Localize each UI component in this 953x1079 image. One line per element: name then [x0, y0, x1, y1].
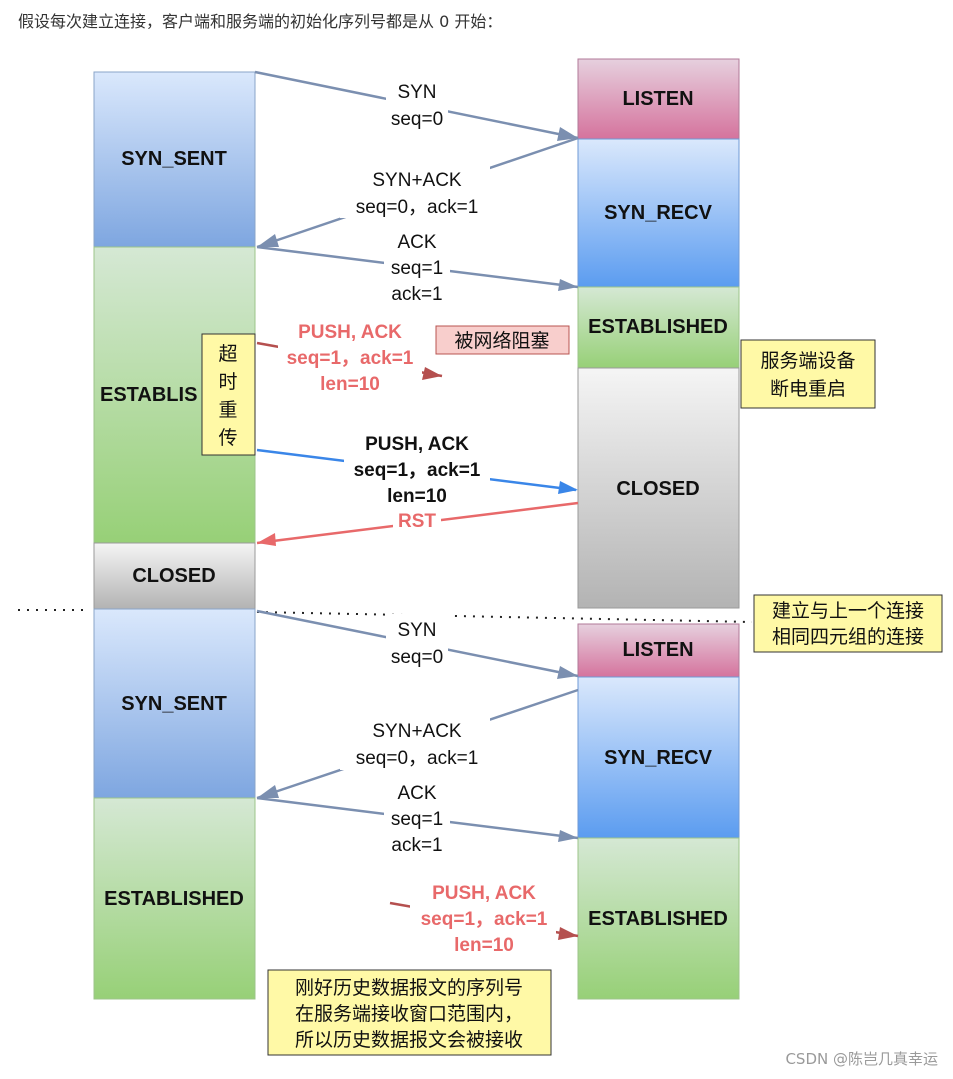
message-push-history: PUSH, ACK seq=1，ack=1 len=10	[410, 879, 556, 956]
server-state-label: LISTEN	[622, 88, 693, 110]
message-line: len=10	[454, 935, 514, 956]
message-line: PUSH, ACK	[298, 322, 402, 343]
message-line: ack=1	[391, 835, 442, 856]
arrowhead	[422, 367, 442, 380]
note-text: 重	[218, 399, 237, 421]
note-retransmit: 超 时 重 传	[201, 333, 256, 456]
note-text: 刚好历史数据报文的序列号	[295, 977, 523, 999]
server-state-listen-2: LISTEN	[577, 623, 740, 678]
message-line: len=10	[387, 486, 447, 507]
message-syn-2: SYN seq=0	[386, 614, 448, 668]
server-state-label: SYN_RECV	[604, 747, 712, 769]
message-line: SYN	[397, 82, 436, 103]
server-state-established-1: ESTABLISHED	[577, 286, 740, 369]
watermark: CSDN @陈岂几真幸运	[785, 1050, 938, 1068]
message-ack-2: ACK seq=1 ack=1	[384, 778, 450, 856]
server-state-closed: CLOSED	[577, 367, 740, 609]
note-server-reboot: 服务端设备 断电重启	[740, 339, 876, 409]
client-state-closed: CLOSED	[93, 542, 256, 610]
note-text: 服务端设备	[760, 350, 855, 372]
server-state-label: SYN_RECV	[604, 202, 712, 224]
message-rst: RST	[393, 509, 441, 532]
message-line: SYN	[397, 620, 436, 641]
message-syn-1: SYN seq=0	[386, 76, 448, 130]
client-state-label: ESTABLISHED	[104, 888, 244, 910]
message-line: seq=1，ack=1	[287, 348, 414, 369]
message-line: RST	[398, 511, 436, 532]
message-line: seq=1，ack=1	[354, 460, 481, 481]
message-line: seq=1	[391, 258, 443, 279]
note-accepted: 刚好历史数据报文的序列号 在服务端接收窗口范围内， 所以历史数据报文会被接收	[267, 969, 552, 1056]
message-line: seq=0	[391, 109, 443, 130]
message-line: len=10	[320, 374, 380, 395]
note-text: 建立与上一个连接	[772, 600, 924, 622]
note-text: 时	[218, 371, 237, 393]
message-line: ACK	[397, 783, 436, 804]
message-line: ack=1	[391, 284, 442, 305]
note-text: 被网络阻塞	[454, 330, 549, 352]
note-text: 传	[218, 427, 237, 449]
arrowhead	[558, 481, 578, 494]
message-line: ACK	[397, 232, 436, 253]
arrowhead	[557, 127, 578, 141]
server-state-label: LISTEN	[622, 639, 693, 661]
note-text: 相同四元组的连接	[772, 626, 924, 648]
client-state-established-2: ESTABLISHED	[93, 797, 256, 1000]
message-line: seq=0，ack=1	[356, 748, 479, 769]
message-line: seq=0，ack=1	[356, 197, 479, 218]
server-state-label: CLOSED	[616, 478, 699, 500]
arrowhead	[257, 234, 279, 247]
message-line: SYN+ACK	[372, 170, 462, 191]
message-line: PUSH, ACK	[365, 434, 469, 455]
server-state-listen-1: LISTEN	[577, 58, 740, 140]
message-line: seq=0	[391, 647, 443, 668]
message-ack-1: ACK seq=1 ack=1	[384, 226, 450, 305]
separator-dotted-right	[256, 611, 753, 623]
note-text: 所以历史数据报文会被接收	[295, 1029, 523, 1051]
intro-text: 假设每次建立连接，客户端和服务端的初始化序列号都是从 0 开始：	[18, 12, 503, 31]
arrowhead	[558, 279, 578, 291]
message-syn-ack-2: SYN+ACK seq=0，ack=1	[340, 716, 490, 770]
note-text: 在服务端接收窗口范围内，	[295, 1003, 523, 1025]
note-same-tuple: 建立与上一个连接 相同四元组的连接	[753, 594, 943, 653]
message-syn-ack-1: SYN+ACK seq=0，ack=1	[340, 164, 490, 218]
client-state-label: SYN_SENT	[121, 693, 227, 715]
arrowhead	[558, 927, 578, 940]
client-state-label: SYN_SENT	[121, 148, 227, 170]
message-line: seq=1，ack=1	[421, 909, 548, 930]
server-state-label: ESTABLISHED	[588, 316, 728, 338]
client-state-label: CLOSED	[132, 565, 215, 587]
message-line: SYN+ACK	[372, 721, 462, 742]
arrowhead	[558, 830, 578, 842]
client-state-syn-sent-1: SYN_SENT	[93, 71, 256, 248]
note-text: 超	[218, 343, 237, 365]
client-state-label: ESTABLIS	[100, 384, 197, 406]
client-state-syn-sent-2: SYN_SENT	[93, 608, 256, 799]
arrowhead	[257, 785, 279, 798]
message-push-blocked: PUSH, ACK seq=1，ack=1 len=10	[278, 318, 422, 395]
server-state-established-2: ESTABLISHED	[577, 837, 740, 1000]
server-state-label: ESTABLISHED	[588, 908, 728, 930]
server-state-syn-recv-2: SYN_RECV	[577, 676, 740, 839]
server-state-syn-recv-1: SYN_RECV	[577, 138, 740, 288]
message-line: PUSH, ACK	[432, 883, 536, 904]
arrowhead	[557, 666, 578, 679]
message-push-retransmit: PUSH, ACK seq=1，ack=1 len=10	[344, 430, 490, 507]
note-blocked: 被网络阻塞	[435, 325, 570, 355]
message-line: seq=1	[391, 809, 443, 830]
note-text: 断电重启	[770, 378, 846, 400]
arrowhead	[257, 533, 276, 546]
